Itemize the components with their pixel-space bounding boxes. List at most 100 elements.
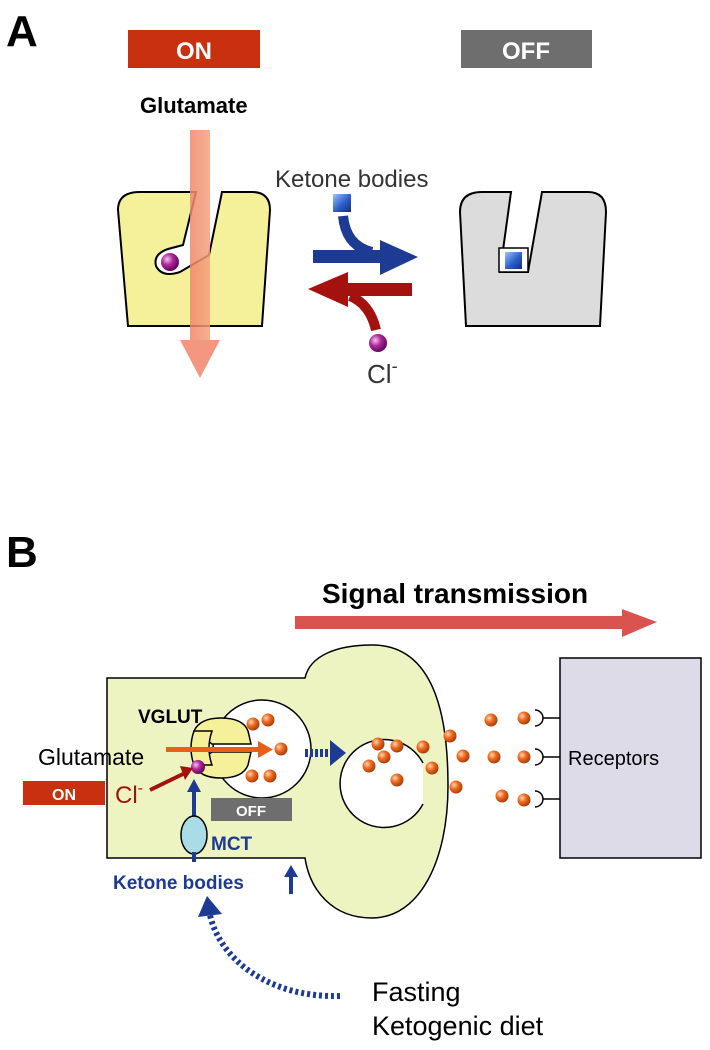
signal-transmission-shaft	[295, 616, 625, 629]
released-glutamate-particles	[362, 711, 531, 807]
vesicle-glutamate-particles	[245, 713, 288, 783]
ketone-binding-arrow	[313, 215, 418, 275]
chloride-uptake-arrow	[149, 766, 193, 792]
ketone-increase-shaft	[289, 874, 293, 894]
receptor-site-3	[534, 790, 544, 808]
panel-b: B Signal transmission VGLUT Glutamate	[6, 528, 702, 1041]
signal-transmission-arrow	[295, 609, 657, 637]
receptor-sites	[534, 709, 560, 808]
ketone-binding-curve	[338, 215, 374, 257]
glutamate-label-b: Glutamate	[38, 744, 144, 770]
receptor-site-1	[534, 709, 544, 727]
glutamate-uptake-shaft	[166, 747, 261, 752]
receptor-site-2	[534, 748, 544, 766]
chloride-label-b: Cl-	[115, 780, 143, 809]
glutamate-particle	[495, 789, 509, 803]
glutamate-particle	[449, 780, 463, 794]
off-badge-b-background	[211, 798, 292, 821]
on-badge-a-label: ON	[176, 38, 212, 65]
glutamate-particle	[484, 713, 498, 727]
panel-a: A ON OFF Glutamate Ketone bodies	[6, 7, 608, 389]
glutamate-label-a: Glutamate	[140, 93, 248, 118]
glutamate-particle	[390, 739, 404, 753]
ketone-increase-arrow-icon	[284, 865, 298, 894]
off-badge-a-label: OFF	[502, 38, 550, 65]
fasting-label: Fasting	[372, 977, 461, 1007]
mct-inflow-line	[192, 852, 196, 862]
chloride-release-arrow	[308, 272, 412, 332]
ketone-bodies-label-a: Ketone bodies	[275, 166, 428, 193]
chloride-bound-icon	[161, 253, 179, 271]
transporter-off	[458, 191, 608, 327]
glutamate-particle	[487, 750, 501, 764]
off-badge-b-label: OFF	[236, 803, 266, 820]
panel-b-letter: B	[6, 528, 38, 577]
ketone-bound-icon	[505, 252, 522, 269]
vesicle-transport-arrow	[305, 740, 346, 766]
ketone-inhibition-arrow	[187, 779, 201, 822]
off-badge-a: OFF	[461, 30, 592, 68]
glutamate-particle	[246, 717, 260, 731]
glutamate-particle	[443, 729, 457, 743]
chloride-icon-a	[369, 334, 387, 352]
signal-transmission-label: Signal transmission	[322, 578, 588, 609]
glutamate-particle	[263, 769, 277, 783]
glutamate-particle	[261, 713, 275, 727]
chloride-label-a-symbol: Cl	[367, 359, 392, 389]
glutamate-particle	[362, 759, 376, 773]
glutamate-particle	[425, 761, 439, 775]
ketone-binding-arrowhead	[380, 240, 418, 275]
on-badge-b-background	[23, 781, 105, 805]
panel-a-letter: A	[6, 7, 38, 56]
glutamate-flow-arrow-shaft	[190, 130, 210, 340]
glutamate-particle	[517, 793, 531, 807]
glutamate-particle	[390, 773, 404, 787]
glutamate-particle	[456, 749, 470, 763]
postsynaptic-receptor-cell	[559, 657, 702, 859]
glutamate-particle	[517, 750, 531, 764]
chloride-bound-icon-b	[191, 760, 205, 774]
ketone-increase-arrowhead	[284, 865, 298, 877]
fasting-effect-arrow	[198, 896, 341, 1000]
chloride-label-a: Cl-	[367, 356, 398, 389]
glutamate-uptake-arrowhead	[258, 741, 273, 758]
glutamate-particle	[245, 769, 259, 783]
chloride-label-b-symbol: Cl	[115, 782, 138, 809]
vglut-label: VGLUT	[138, 707, 203, 728]
on-badge-b: ON	[23, 781, 105, 805]
chloride-uptake-arrowhead	[180, 766, 193, 780]
ketone-binding-shaft	[313, 250, 383, 263]
ketone-inhibition-shaft	[192, 788, 196, 822]
mct-transporter	[180, 815, 208, 855]
off-badge-a-background	[461, 30, 592, 68]
vesicle-transport-arrowhead	[330, 740, 346, 766]
ketone-bodies-label-b-text: Ketone bodies	[113, 873, 244, 894]
ketone-bodies-label-b: Ketone bodies	[113, 873, 244, 894]
glutamate-uptake-arrow	[166, 741, 273, 758]
glutamate-flow-arrow	[180, 130, 220, 378]
chloride-label-b-charge: -	[138, 780, 143, 797]
chloride-release-curve	[347, 291, 381, 332]
on-badge-a: ON	[128, 30, 260, 68]
on-badge-b-label: ON	[52, 787, 76, 804]
glutamate-particle	[371, 737, 385, 751]
glutamate-particle	[416, 740, 430, 754]
glutamate-flow-arrow-head	[180, 340, 220, 378]
transporter-on	[116, 191, 272, 327]
chloride-uptake-shaft	[149, 772, 184, 792]
off-badge-b: OFF	[211, 798, 292, 821]
glutamate-particle	[517, 711, 531, 725]
chloride-label-a-charge: -	[392, 356, 398, 376]
ketone-inhibition-arrowhead	[187, 779, 201, 792]
glutamate-particle	[377, 750, 391, 764]
receptors-label: Receptors	[568, 748, 659, 770]
fasting-effect-arrowhead	[198, 896, 222, 917]
glutamate-particle	[274, 742, 288, 756]
signal-transmission-arrowhead	[622, 609, 657, 637]
chloride-release-arrowhead	[308, 272, 348, 307]
chloride-release-shaft	[345, 283, 412, 296]
ketogenic-diet-label: Ketogenic diet	[372, 1011, 544, 1041]
ketone-body-icon-a	[333, 194, 351, 212]
fasting-effect-curve	[207, 914, 341, 1000]
